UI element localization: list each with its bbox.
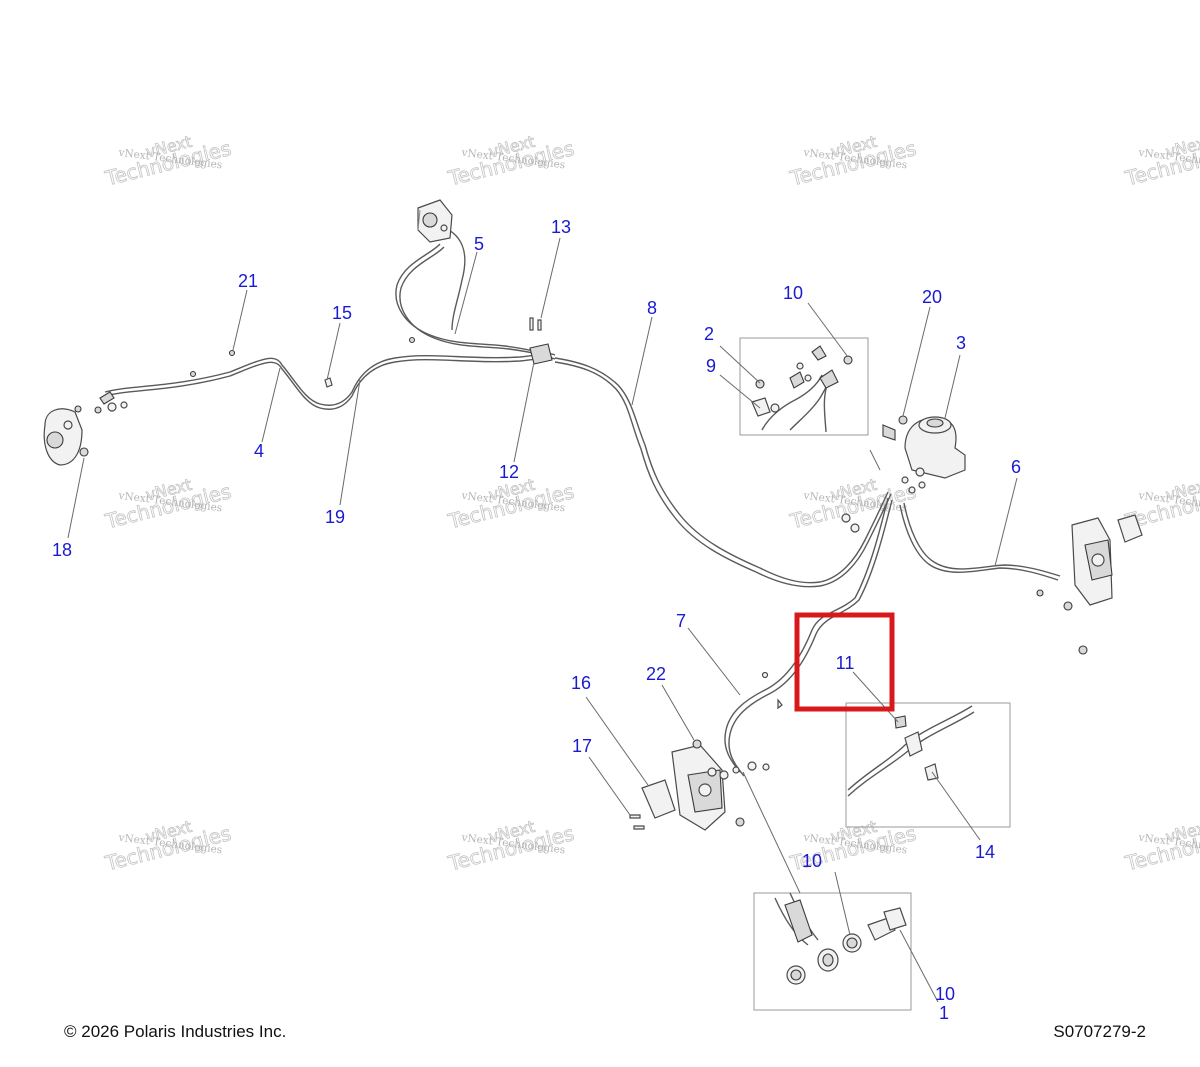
- caliper-lower-front: [641, 739, 770, 831]
- detail-banjo-fitting-parts: [784, 899, 907, 985]
- callout-5: 5: [474, 234, 484, 254]
- callout-6: 6: [1011, 457, 1021, 477]
- callout-14: 14: [975, 842, 995, 862]
- callout-10: 10: [802, 851, 822, 871]
- highlight-box-item-11: [794, 612, 895, 712]
- callout-10: 10: [935, 984, 955, 1004]
- detail-box-clip-and-bolt: [845, 702, 1011, 828]
- callout-3: 3: [956, 333, 966, 353]
- leader-lines: [67, 237, 1018, 1003]
- callout-22: 22: [646, 664, 666, 684]
- callout-18: 18: [52, 540, 72, 560]
- callout-21: 21: [238, 271, 258, 291]
- callout-1: 1: [939, 1003, 949, 1023]
- callout-4: 4: [254, 441, 264, 461]
- loose-fasteners: [189, 317, 926, 830]
- callout-12: 12: [499, 462, 519, 482]
- master-cylinder: [882, 415, 966, 479]
- callout-16: 16: [571, 673, 591, 693]
- callout-8: 8: [647, 298, 657, 318]
- callout-9: 9: [706, 356, 716, 376]
- callout-19: 19: [325, 507, 345, 527]
- caliper-right-front: [1036, 514, 1143, 655]
- callout-20: 20: [922, 287, 942, 307]
- tee-junction-block: [529, 343, 553, 365]
- callout-15: 15: [332, 303, 352, 323]
- callout-17: 17: [572, 736, 592, 756]
- callout-10: 10: [783, 283, 803, 303]
- caliper-left-rear: [43, 391, 128, 466]
- copyright-notice: © 2026 Polaris Industries Inc.: [64, 1022, 287, 1041]
- figure-number: S0707279-2: [1053, 1022, 1146, 1041]
- callout-11: 11: [836, 653, 855, 673]
- caliper-top: [417, 199, 453, 243]
- callout-2: 2: [704, 324, 714, 344]
- detail-clip-and-bolt-parts: [894, 715, 939, 781]
- callout-13: 13: [551, 217, 571, 237]
- detail-box-master-cylinder-fittings: [739, 337, 869, 436]
- callout-7: 7: [676, 611, 686, 631]
- detail-master-cylinder-fittings-parts: [751, 345, 853, 417]
